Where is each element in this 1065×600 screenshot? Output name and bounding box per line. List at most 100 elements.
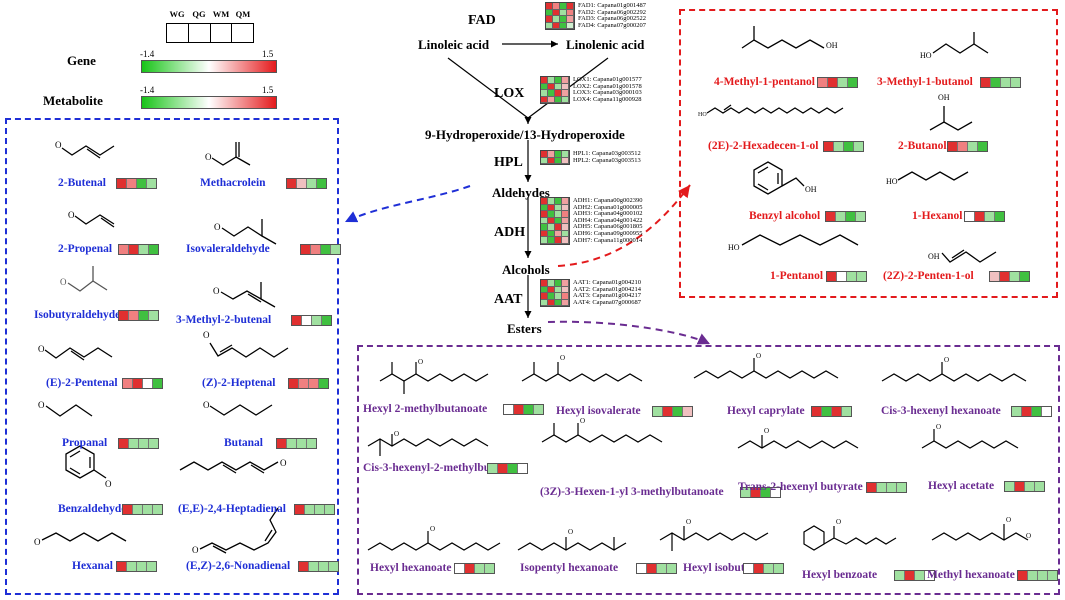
- heat-cell: [995, 212, 1004, 221]
- heat-cell: [331, 245, 340, 254]
- structure-z-2-heptenal: O: [203, 330, 289, 358]
- heat-cell: [133, 505, 143, 514]
- alcohol-heatmap: [989, 271, 1030, 282]
- heat-cell: [856, 212, 865, 221]
- heat-cell: [117, 179, 127, 188]
- alcohol-label: 4-Methyl-1-pentanol: [714, 76, 815, 88]
- heat-cell: [1005, 482, 1015, 491]
- gene-heat-cell: [567, 22, 574, 29]
- gene-heat-cell: [562, 96, 569, 103]
- structure-propanal: O: [38, 400, 93, 417]
- legend-header-row: WG QG WM QM: [166, 9, 254, 23]
- legend-sample-cells: [166, 23, 254, 43]
- svg-text:HO: HO: [920, 51, 932, 60]
- gene-heat-cell: [562, 299, 569, 306]
- gene-label-hpl: HPL2: Capana03g003513: [573, 156, 641, 164]
- heat-cell: [297, 179, 307, 188]
- heat-cell: [663, 407, 673, 416]
- gene-heat-cell: [562, 286, 569, 293]
- alcohol-label: 1-Hexanol: [912, 210, 963, 222]
- heat-cell: [514, 405, 524, 414]
- heat-cell: [129, 245, 139, 254]
- aldehyde-heatmap: [286, 178, 327, 189]
- heat-cell: [287, 179, 297, 188]
- gene-heat-cell: [541, 157, 548, 164]
- heat-cell: [305, 505, 315, 514]
- gene-heat-cell: [548, 77, 555, 84]
- gene-heat-cell: [548, 224, 555, 231]
- gene-heat-cell: [562, 90, 569, 97]
- aldehyde-heatmap: [116, 561, 157, 572]
- ester-label: Hexyl 2-methylbutanoate: [363, 403, 488, 415]
- aldehyde-label: (Z)-2-Heptenal: [202, 377, 276, 389]
- gene-heat-cell: [546, 3, 553, 10]
- aldehyde-label: (E,Z)-2,6-Nonadienal: [186, 560, 291, 572]
- structure-isovaleraldehyde: O: [214, 219, 277, 245]
- gene-heat-cell: [562, 224, 569, 231]
- heat-cell: [485, 564, 494, 573]
- gene-heatmap-aat: [540, 279, 570, 307]
- structure-1-hexanol: HO: [886, 171, 969, 186]
- svg-text:O: O: [203, 400, 210, 410]
- gene-heat-cell: [553, 22, 560, 29]
- svg-text:OH: OH: [938, 93, 950, 102]
- structure-methacrolein: O: [205, 142, 251, 166]
- step-hpl: HPL: [494, 155, 523, 170]
- gene-label-adh: ADH6: Capana09g000955: [573, 230, 643, 237]
- structure-hexanal: O: [34, 532, 127, 547]
- heat-cell: [827, 272, 837, 281]
- gene-heat-cell: [548, 286, 555, 293]
- ester-label: Isopentyl hexanoate: [520, 562, 619, 574]
- heat-cell: [129, 311, 139, 320]
- svg-text:O: O: [214, 222, 221, 232]
- heat-cell: [289, 379, 299, 388]
- structure-benzaldehyde: O: [65, 445, 112, 489]
- aldehyde-heatmap: [294, 504, 335, 515]
- node-linoleic-acid: Linoleic acid: [418, 37, 490, 52]
- aldehyde-label: (E)-2-Pentenal: [46, 377, 118, 389]
- ester-heatmap: [1017, 570, 1058, 581]
- heat-cell: [844, 142, 854, 151]
- heat-cell: [1011, 78, 1020, 87]
- svg-text:O: O: [394, 430, 399, 438]
- gene-heat-cell: [555, 224, 562, 231]
- alcohol-label: 1-Pentanol: [770, 270, 824, 282]
- heat-cell: [149, 245, 158, 254]
- ester-heatmap: [1004, 481, 1045, 492]
- ester-structures: O O O O O O O O O O O O OO: [367, 352, 1031, 551]
- gene-label-aat: AAT1: Capana01g004210: [573, 279, 642, 286]
- gene-heat-cell: [567, 9, 574, 16]
- svg-text:HO: HO: [886, 177, 898, 186]
- gene-heat-cell: [548, 211, 555, 218]
- aldehyde-label: 2-Butenal: [58, 177, 106, 189]
- heat-cell: [299, 379, 309, 388]
- heat-cell: [127, 179, 137, 188]
- gene-heat-cell: [555, 83, 562, 90]
- alcohol-heatmap: [947, 141, 988, 152]
- heat-cell: [153, 379, 162, 388]
- heat-cell: [488, 464, 498, 473]
- gene-heat-cell: [555, 293, 562, 300]
- heat-cell: [508, 464, 518, 473]
- structure-benzyl-alcohol: OH: [753, 161, 817, 195]
- heat-cell: [965, 212, 975, 221]
- heat-cell: [667, 564, 676, 573]
- gene-heat-cell: [541, 96, 548, 103]
- heat-cell: [1000, 272, 1010, 281]
- alcohol-label: 3-Methyl-1-butanol: [877, 76, 973, 88]
- heat-cell: [475, 564, 485, 573]
- heat-cell: [139, 439, 149, 448]
- legend-col-1: QG: [192, 9, 206, 19]
- heat-cell: [754, 564, 764, 573]
- structure-ee-24-heptadienal: O: [179, 458, 287, 474]
- gene-heat-cell: [562, 151, 569, 158]
- alcohols-box: [679, 9, 1058, 298]
- gene-heat-cell: [555, 211, 562, 218]
- heat-cell: [842, 407, 851, 416]
- gene-heat-cell: [555, 237, 562, 244]
- gene-heat-cell: [562, 217, 569, 224]
- gene-heat-cell: [541, 211, 548, 218]
- heat-cell: [948, 142, 958, 151]
- aldehyde-label: Hexanal: [72, 560, 113, 572]
- heat-cell: [848, 78, 857, 87]
